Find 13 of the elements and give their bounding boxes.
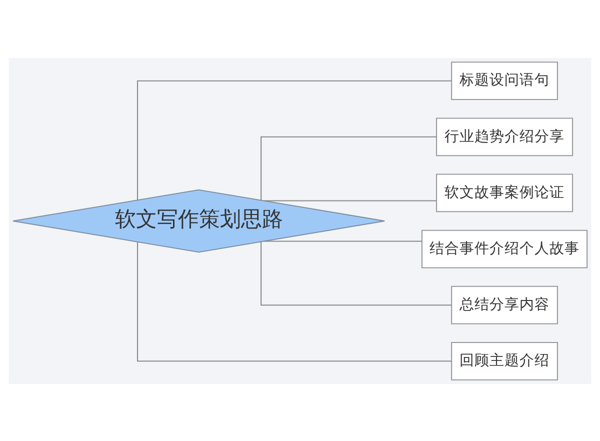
- node-box: 行业趋势介绍分享: [436, 117, 574, 156]
- node-box: 结合事件介绍个人故事: [421, 229, 588, 268]
- connector: [137, 241, 452, 362]
- node-box: 总结分享内容: [451, 285, 558, 324]
- connector: [264, 200, 436, 201]
- connector: [264, 240, 422, 242]
- node-diamond: 软文写作策划思路: [12, 188, 386, 252]
- connector: [137, 80, 452, 200]
- node-box: 回顾主题介绍: [451, 341, 558, 380]
- connector: [260, 241, 452, 306]
- node-box: 软文故事案例论证: [436, 173, 574, 212]
- node-box: 标题设问语句: [451, 61, 558, 100]
- connector: [260, 136, 436, 200]
